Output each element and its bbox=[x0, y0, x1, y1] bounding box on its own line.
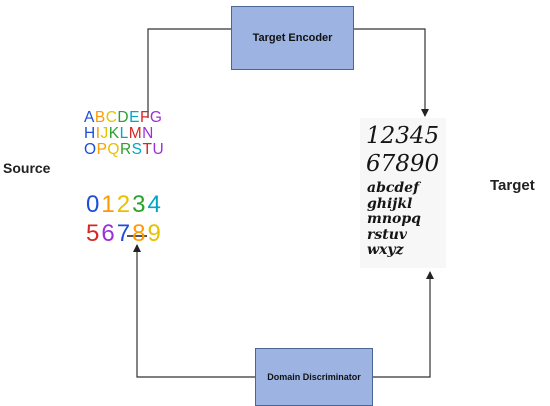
source-to-encoder-line bbox=[147, 28, 231, 118]
source-letter-row: HIJKLMN bbox=[84, 126, 164, 142]
source-letter-glyph: L bbox=[119, 125, 129, 142]
source-letter-row: OPQRSTU bbox=[84, 142, 164, 158]
source-letter-glyph: C bbox=[105, 109, 118, 126]
source-digit-glyph: 8 bbox=[132, 220, 148, 247]
target-letter-row: mnopq bbox=[367, 211, 421, 227]
source-letter-glyph: M bbox=[128, 125, 143, 142]
source-digit-glyph: 7 bbox=[116, 220, 133, 247]
encoder-to-target-arrow bbox=[354, 28, 429, 117]
target-letter-row: abcdef bbox=[367, 180, 420, 196]
source-letter-glyph: G bbox=[149, 109, 163, 126]
domain-discriminator-box: Domain Discriminator bbox=[255, 348, 373, 406]
source-digit-glyph: 5 bbox=[86, 220, 102, 247]
target-encoder-box: Target Encoder bbox=[231, 6, 354, 70]
target-label: Target bbox=[490, 177, 535, 194]
discriminator-to-target-arrow bbox=[373, 271, 434, 378]
target-encoder-label: Target Encoder bbox=[252, 32, 333, 44]
source-letter-glyph: D bbox=[117, 109, 130, 126]
source-letter-row: ABCDEFG bbox=[84, 110, 164, 126]
source-letter-glyph: S bbox=[131, 141, 143, 158]
source-letter-glyph: I bbox=[95, 125, 101, 142]
source-digit-glyph: 0 bbox=[86, 191, 102, 218]
source-letter-glyph: B bbox=[94, 109, 106, 126]
source-letter-glyph: P bbox=[96, 141, 108, 158]
target-letter-row: rstuv bbox=[367, 226, 408, 243]
source-letter-glyph: H bbox=[84, 125, 96, 142]
discriminator-to-source-arrow bbox=[133, 244, 255, 378]
source-letter-glyph: U bbox=[152, 141, 165, 158]
source-digit-glyph: 2 bbox=[116, 191, 133, 218]
source-digit-glyph: 3 bbox=[132, 191, 148, 218]
domain-discriminator-label: Domain Discriminator bbox=[267, 372, 361, 382]
source-digit-row: 56789 bbox=[86, 219, 163, 248]
source-letter-glyph: J bbox=[100, 125, 109, 142]
source-letter-glyph: K bbox=[108, 125, 120, 142]
source-letter-glyph: T bbox=[142, 141, 153, 158]
source-digit-glyph: 4 bbox=[147, 191, 163, 218]
source-label: Source bbox=[3, 160, 51, 176]
source-digit-row: 01234 bbox=[86, 190, 163, 219]
source-digit-glyph: 6 bbox=[101, 220, 117, 247]
target-image-background bbox=[360, 118, 446, 268]
source-digit-glyph: 9 bbox=[147, 220, 163, 247]
source-letter-glyph: E bbox=[129, 109, 140, 126]
source-digit-glyph: 1 bbox=[101, 191, 117, 218]
source-letter-glyph: R bbox=[119, 141, 132, 158]
source-letter-glyph: Q bbox=[107, 141, 120, 158]
target-letter-row: wxyz bbox=[367, 242, 404, 258]
source-letter-glyph: A bbox=[84, 109, 95, 126]
target-digit-row: 12345 bbox=[366, 123, 440, 149]
target-letter-row: ghijkl bbox=[367, 195, 413, 212]
source-letter-glyph: F bbox=[139, 109, 150, 126]
source-letter-glyph: O bbox=[84, 141, 97, 158]
target-digit-row: 67890 bbox=[366, 151, 440, 177]
source-letter-glyph: N bbox=[142, 125, 154, 142]
